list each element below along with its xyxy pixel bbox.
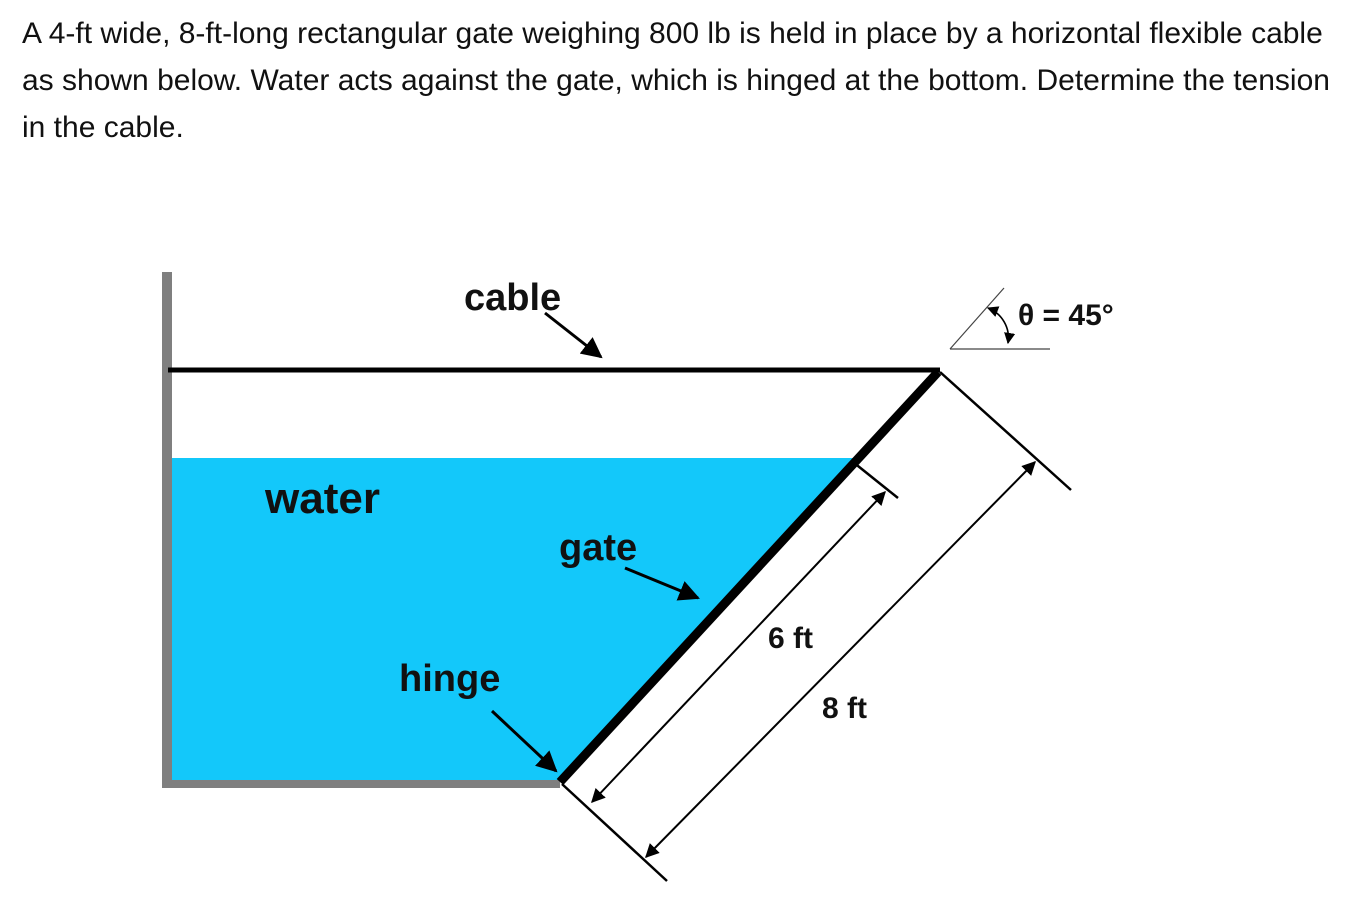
gate-label: gate xyxy=(559,527,637,569)
cable-leader-arrow xyxy=(544,311,603,359)
angle-incline xyxy=(949,287,1005,350)
dimension-8ft-label: 8 ft xyxy=(822,692,867,725)
water-label: water xyxy=(264,474,380,523)
angle-arc xyxy=(986,306,1016,345)
dimension-extension-top xyxy=(939,371,1072,491)
dimension-extension-water-level xyxy=(852,461,899,499)
hinge-label: hinge xyxy=(399,658,500,700)
dimension-8ft-line xyxy=(645,461,1036,858)
angle-label: θ = 45° xyxy=(1018,299,1114,332)
gate-leader-arrow xyxy=(624,566,700,601)
hinge-leader-arrow xyxy=(490,709,558,773)
dimension-extension-bottom xyxy=(561,783,668,882)
cable-label: cable xyxy=(464,277,561,319)
problem-statement: A 4-ft wide, 8-ft-long rectangular gate … xyxy=(22,17,1330,144)
dimension-6ft-label: 6 ft xyxy=(768,622,813,655)
